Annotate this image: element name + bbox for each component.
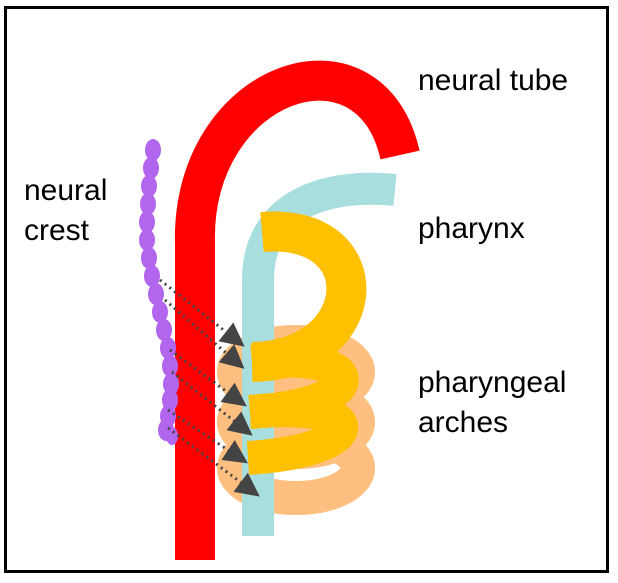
neural-tube-label: neural tube [418, 64, 568, 98]
pharynx-label: pharynx [418, 212, 525, 246]
pharyngeal-arches-label-line2: arches [418, 406, 508, 440]
neural-crest-cells [139, 139, 179, 445]
pharyngeal-arches-label-line1: pharyngeal [418, 366, 566, 400]
neural-crest-label-line1: neural [24, 174, 107, 208]
neural-crest-label-line2: crest [24, 214, 89, 248]
